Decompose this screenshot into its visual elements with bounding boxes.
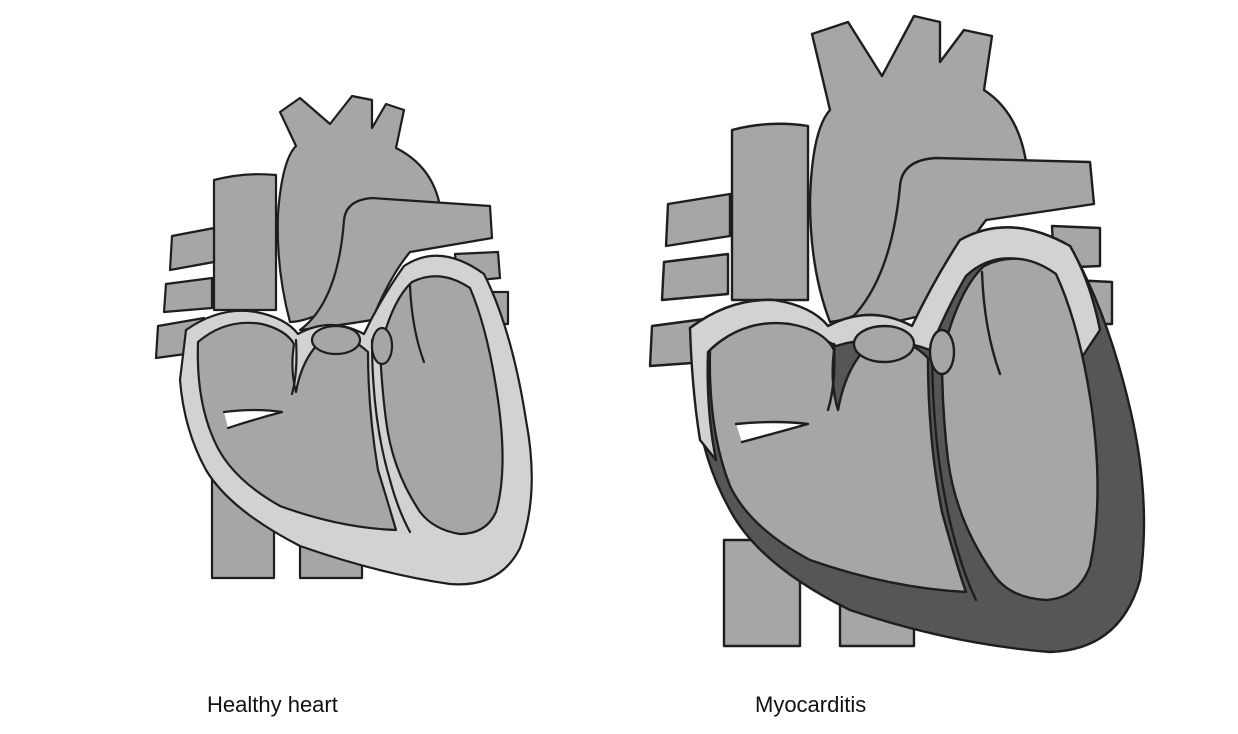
papillary-muscle <box>222 408 284 430</box>
healthy-heart-panel: Healthy heart <box>135 0 605 734</box>
tricuspid-valve <box>290 338 298 396</box>
left-ventricle-chamber <box>940 257 1099 602</box>
healthy-heart-illustration <box>154 94 533 586</box>
septum-line <box>930 344 978 602</box>
pulmonary-valve <box>370 326 394 366</box>
right-ventricle-chamber <box>196 321 398 532</box>
right-ventricle-chamber <box>708 321 968 594</box>
left-ventricle-chamber <box>378 275 504 536</box>
pulmonary-valve <box>928 328 956 376</box>
healthy-heart-caption: Healthy heart <box>207 692 338 717</box>
myocarditis-panel: Myocarditis <box>625 0 1165 734</box>
septum-line <box>370 338 412 534</box>
myocarditis-illustration <box>648 14 1146 654</box>
pulmonary-vein-left-1 <box>664 192 732 248</box>
mitral-valve <box>980 270 1002 376</box>
superior-vena-cava <box>212 173 278 312</box>
pulmonary-vein-left-1 <box>168 226 216 272</box>
aortic-valve <box>852 324 916 364</box>
myocarditis-caption: Myocarditis <box>755 692 867 717</box>
pulmonary-vein-left-2 <box>660 252 730 302</box>
mitral-valve <box>408 284 426 364</box>
superior-vena-cava <box>730 122 810 302</box>
pulmonary-vein-left-2 <box>162 276 214 314</box>
aortic-valve <box>310 324 362 356</box>
pulmonary-artery <box>298 196 494 332</box>
tricuspid-valve <box>826 342 836 412</box>
papillary-muscle <box>734 420 810 444</box>
